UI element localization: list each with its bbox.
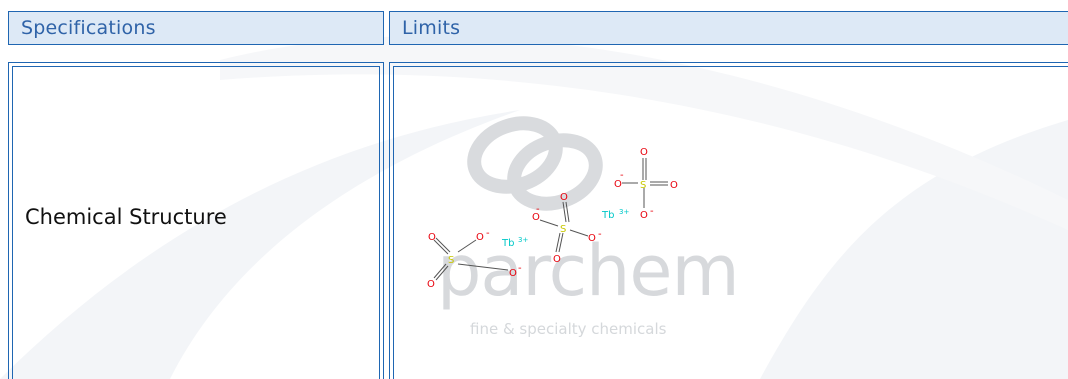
row-cell-limits-inner-border bbox=[393, 66, 1068, 379]
watermark-brand: parchem bbox=[437, 230, 740, 312]
parchem-logo-rings bbox=[467, 116, 603, 211]
header-cell-specifications: Specifications bbox=[8, 11, 384, 45]
atom-o: O bbox=[670, 180, 678, 191]
atoms-right-sulfate: O O - S O O - Tb 3+ bbox=[601, 147, 678, 221]
row-cell-spec-inner-border bbox=[12, 66, 380, 379]
atoms-middle-sulfate: O O - S O - O Tb 3+ bbox=[501, 192, 602, 265]
atom-charge: - bbox=[486, 228, 490, 239]
atom-s: S bbox=[640, 180, 646, 191]
chemical-structure-diagram: O O - S O O - Tb 3+ O O - S O - O Tb 3+ … bbox=[427, 147, 678, 290]
atom-charge-tb: 3+ bbox=[518, 236, 528, 244]
bond-lines bbox=[433, 158, 668, 281]
header-specifications: Specifications bbox=[21, 17, 156, 39]
atom-tb: Tb bbox=[501, 238, 514, 249]
row-cell-limits bbox=[389, 62, 1068, 379]
row-cell-spec: Chemical Structure bbox=[8, 62, 384, 379]
atom-charge-tb: 3+ bbox=[619, 208, 629, 216]
atom-o: O bbox=[509, 268, 517, 279]
header-limits: Limits bbox=[402, 17, 461, 39]
atom-o: O bbox=[427, 279, 435, 290]
row-label-chemical-structure: Chemical Structure bbox=[25, 205, 227, 229]
atom-o: O bbox=[640, 210, 648, 221]
atom-tb: Tb bbox=[601, 210, 614, 221]
atom-o: O bbox=[476, 232, 484, 243]
header-cell-limits: Limits bbox=[389, 11, 1068, 45]
atom-o: O bbox=[614, 179, 622, 190]
atom-o: O bbox=[640, 147, 648, 158]
atom-charge: - bbox=[518, 263, 522, 274]
atom-o: O bbox=[532, 212, 540, 223]
atom-charge: - bbox=[598, 229, 602, 240]
atom-o: O bbox=[553, 254, 561, 265]
atom-o: O bbox=[588, 233, 596, 244]
atom-charge: - bbox=[650, 206, 654, 217]
atom-o: O bbox=[560, 192, 568, 203]
atom-s: S bbox=[448, 255, 454, 266]
atom-charge: - bbox=[536, 204, 540, 215]
atom-o: O bbox=[428, 232, 436, 243]
atoms-left-sulfate: O O - S O O - bbox=[427, 228, 522, 290]
atom-s: S bbox=[560, 224, 566, 235]
watermark-tagline: fine & specialty chemicals bbox=[470, 320, 667, 338]
atom-charge: - bbox=[620, 170, 624, 181]
